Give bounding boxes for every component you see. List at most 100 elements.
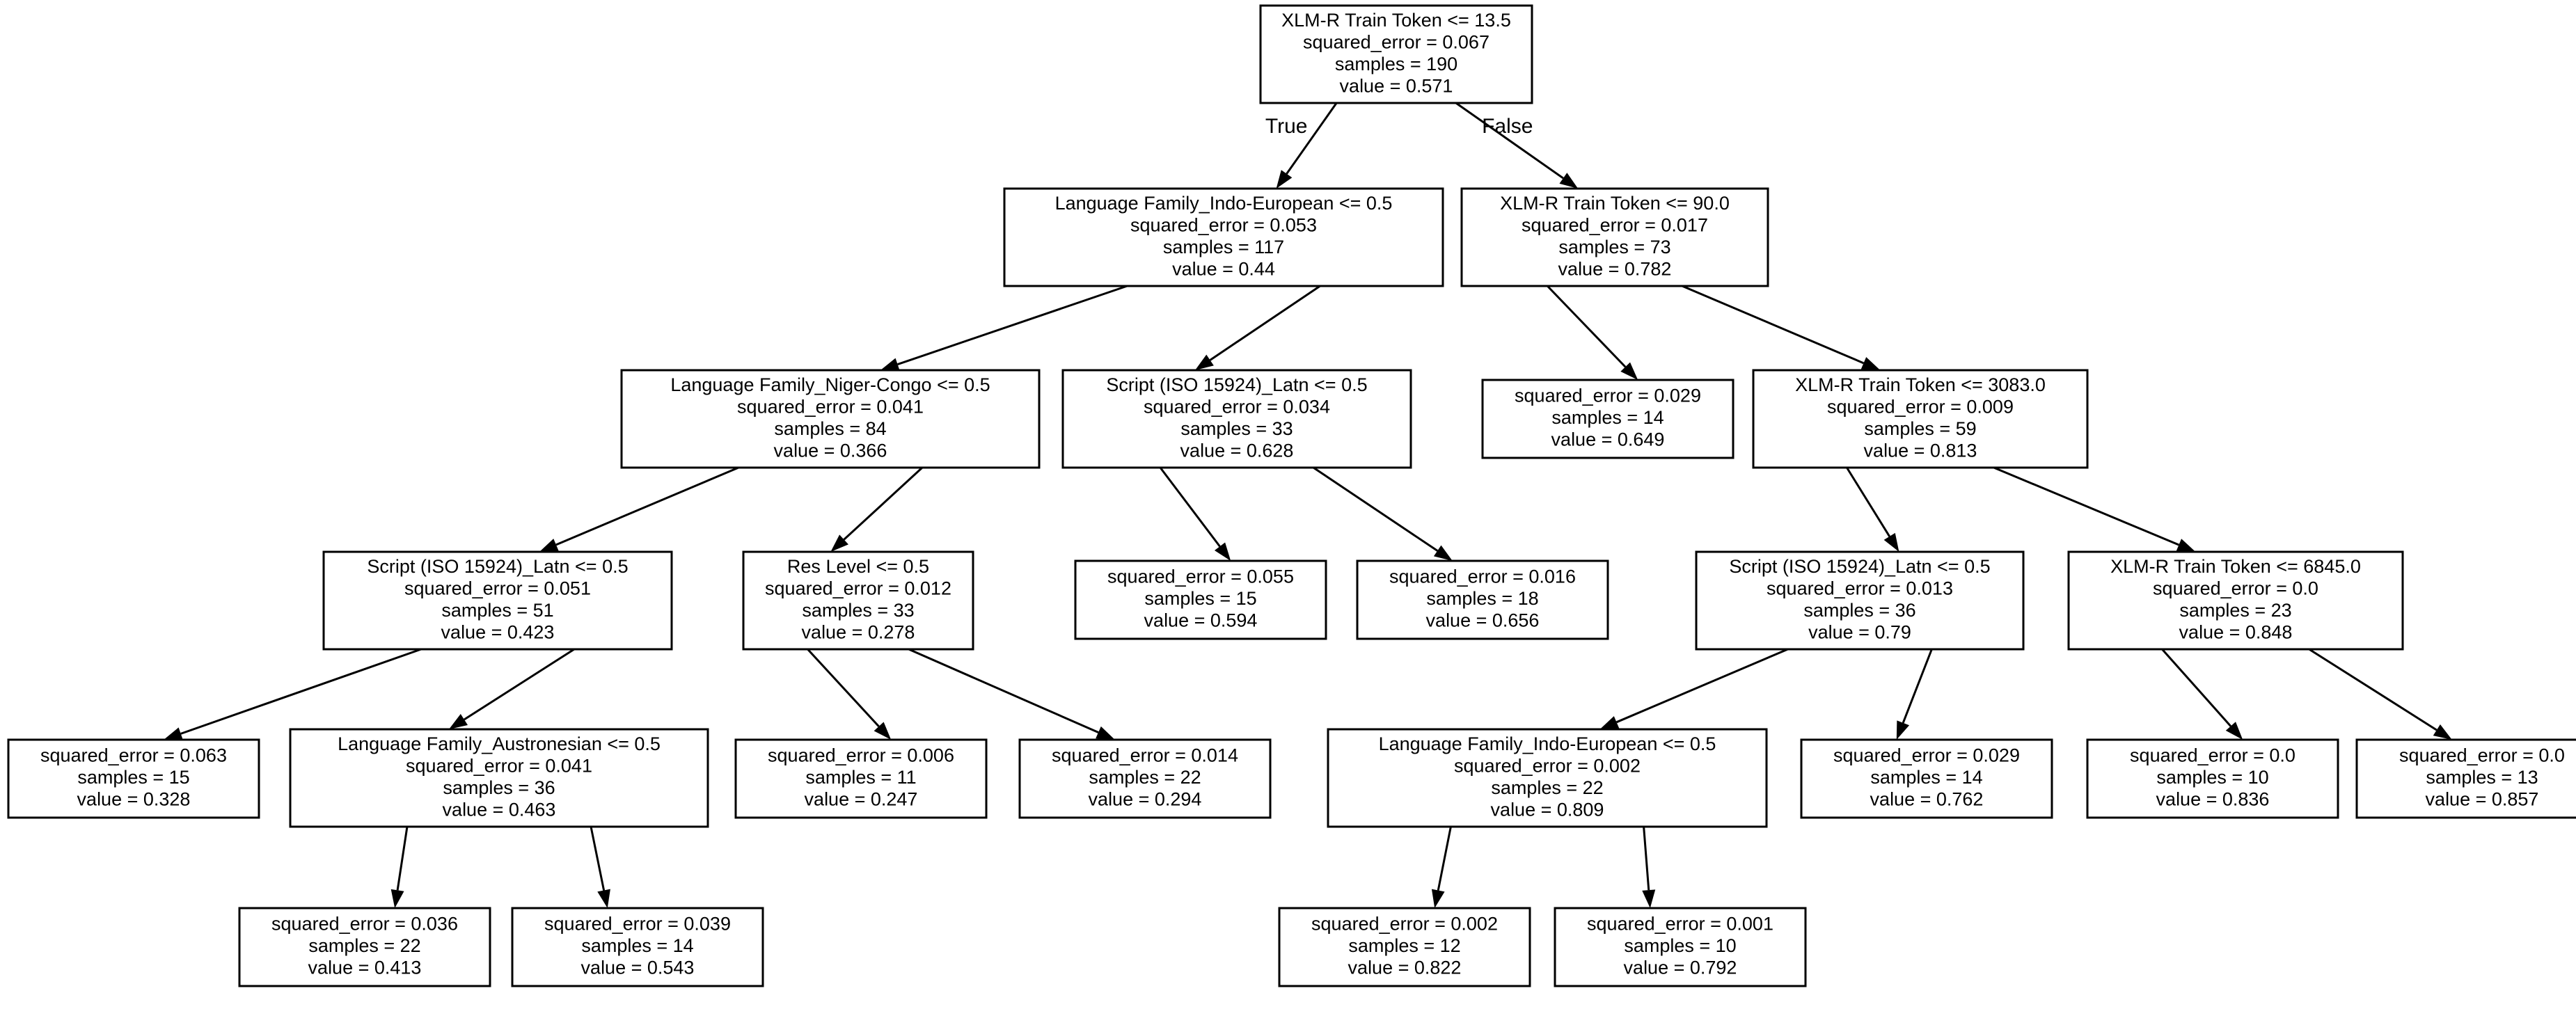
- node-box[interactable]: [1003, 187, 1444, 287]
- node-value: value = 0.44: [1172, 258, 1275, 279]
- node-box[interactable]: [1278, 907, 1531, 987]
- node-squared-error: squared_error = 0.002: [1311, 914, 1498, 935]
- node-value: value = 0.366: [774, 440, 887, 461]
- node-squared-error: squared_error = 0.006: [768, 745, 954, 766]
- node-value: value = 0.857: [2426, 789, 2539, 810]
- edge-arrowhead: [830, 534, 848, 552]
- node-box[interactable]: [238, 907, 491, 987]
- node-samples: samples = 15: [77, 767, 189, 788]
- node-value: value = 0.79: [1808, 621, 1911, 642]
- node-box[interactable]: [1061, 369, 1412, 469]
- node-samples: samples = 23: [2179, 600, 2291, 621]
- node-squared-error: squared_error = 0.063: [40, 745, 227, 766]
- node-box[interactable]: [1018, 738, 1272, 819]
- tree-edge: [807, 648, 892, 740]
- tree-edge: [449, 648, 575, 729]
- edge-arrowhead: [1620, 362, 1638, 380]
- node-value: value = 0.792: [1624, 958, 1737, 978]
- edge-line: [464, 648, 575, 721]
- node-samples: samples = 22: [308, 935, 420, 956]
- node-box[interactable]: [1481, 379, 1735, 459]
- edge-arrowhead: [1883, 532, 1899, 552]
- tree-decision-node[interactable]: Script (ISO 15924)_Latn <= 0.5squared_er…: [322, 550, 673, 651]
- node-samples: samples = 190: [1335, 54, 1457, 74]
- tree-decision-node[interactable]: Language Family_Indo-European <= 0.5squa…: [1327, 728, 1768, 828]
- tree-edge: [1195, 285, 1321, 370]
- tree-edge: [2161, 649, 2243, 740]
- node-samples: samples = 18: [1426, 588, 1538, 609]
- node-squared-error: squared_error = 0.001: [1587, 914, 1773, 935]
- node-box[interactable]: [7, 738, 260, 819]
- node-box[interactable]: [2067, 550, 2404, 651]
- tree-decision-node[interactable]: Language Family_Niger-Congo <= 0.5square…: [620, 369, 1041, 469]
- edge-line: [2161, 649, 2232, 727]
- node-box[interactable]: [1752, 369, 2089, 469]
- tree-decision-node[interactable]: Language Family_Indo-European <= 0.5squa…: [1003, 187, 1444, 287]
- tree-edge: [390, 826, 409, 908]
- node-squared-error: squared_error = 0.036: [271, 914, 458, 935]
- node-box[interactable]: [1554, 907, 1807, 987]
- node-box[interactable]: [1074, 559, 1327, 640]
- edge-arrowhead: [1599, 716, 1620, 729]
- node-samples: samples = 15: [1144, 588, 1256, 609]
- node-condition: Script (ISO 15924)_Latn <= 0.5: [1106, 374, 1367, 395]
- node-samples: samples = 22: [1491, 777, 1603, 798]
- node-squared-error: squared_error = 0.029: [1515, 386, 1701, 406]
- node-box[interactable]: [289, 728, 709, 828]
- node-samples: samples = 84: [774, 418, 886, 439]
- node-box[interactable]: [1460, 187, 1769, 287]
- edge-arrowhead: [539, 539, 559, 552]
- tree-decision-node[interactable]: Language Family_Austronesian <= 0.5squar…: [289, 728, 709, 828]
- tree-decision-node[interactable]: Script (ISO 15924)_Latn <= 0.5squared_er…: [1061, 369, 1412, 469]
- node-box[interactable]: [734, 738, 988, 819]
- node-box[interactable]: [1259, 4, 1533, 104]
- node-box[interactable]: [511, 907, 764, 987]
- node-condition: XLM-R Train Token <= 13.5: [1281, 10, 1511, 31]
- edge-line: [1313, 466, 1439, 552]
- tree-decision-node[interactable]: XLM-R Train Token <= 3083.0squared_error…: [1752, 369, 2089, 469]
- node-condition: Language Family_Indo-European <= 0.5: [1379, 733, 1716, 754]
- edge-arrowhead: [1896, 720, 1910, 740]
- node-samples: samples = 10: [1624, 935, 1736, 956]
- tree-decision-node[interactable]: XLM-R Train Token <= 6845.0squared_error…: [2067, 550, 2404, 651]
- node-box[interactable]: [742, 550, 974, 651]
- node-box[interactable]: [2086, 738, 2339, 819]
- edge-label-true: True: [1265, 115, 1308, 138]
- node-value: value = 0.628: [1180, 440, 1294, 461]
- node-box[interactable]: [620, 369, 1041, 469]
- node-box[interactable]: [1695, 550, 2025, 651]
- node-squared-error: squared_error = 0.009: [1827, 396, 2014, 417]
- node-box[interactable]: [1327, 728, 1768, 828]
- node-squared-error: squared_error = 0.067: [1303, 31, 1490, 52]
- node-samples: samples = 13: [2426, 767, 2538, 788]
- node-box[interactable]: [1800, 738, 2053, 819]
- edge-line: [1437, 826, 1452, 891]
- node-squared-error: squared_error = 0.0: [2153, 578, 2318, 598]
- node-box[interactable]: [2355, 738, 2576, 819]
- edge-line: [1993, 466, 2179, 546]
- node-value: value = 0.543: [581, 958, 695, 978]
- node-box[interactable]: [322, 550, 673, 651]
- tree-decision-node[interactable]: Script (ISO 15924)_Latn <= 0.5squared_er…: [1695, 550, 2025, 651]
- node-box[interactable]: [1356, 559, 1609, 640]
- edge-arrowhead: [2225, 722, 2243, 740]
- node-value: value = 0.656: [1426, 610, 1540, 631]
- tree-edge: [1313, 466, 1453, 561]
